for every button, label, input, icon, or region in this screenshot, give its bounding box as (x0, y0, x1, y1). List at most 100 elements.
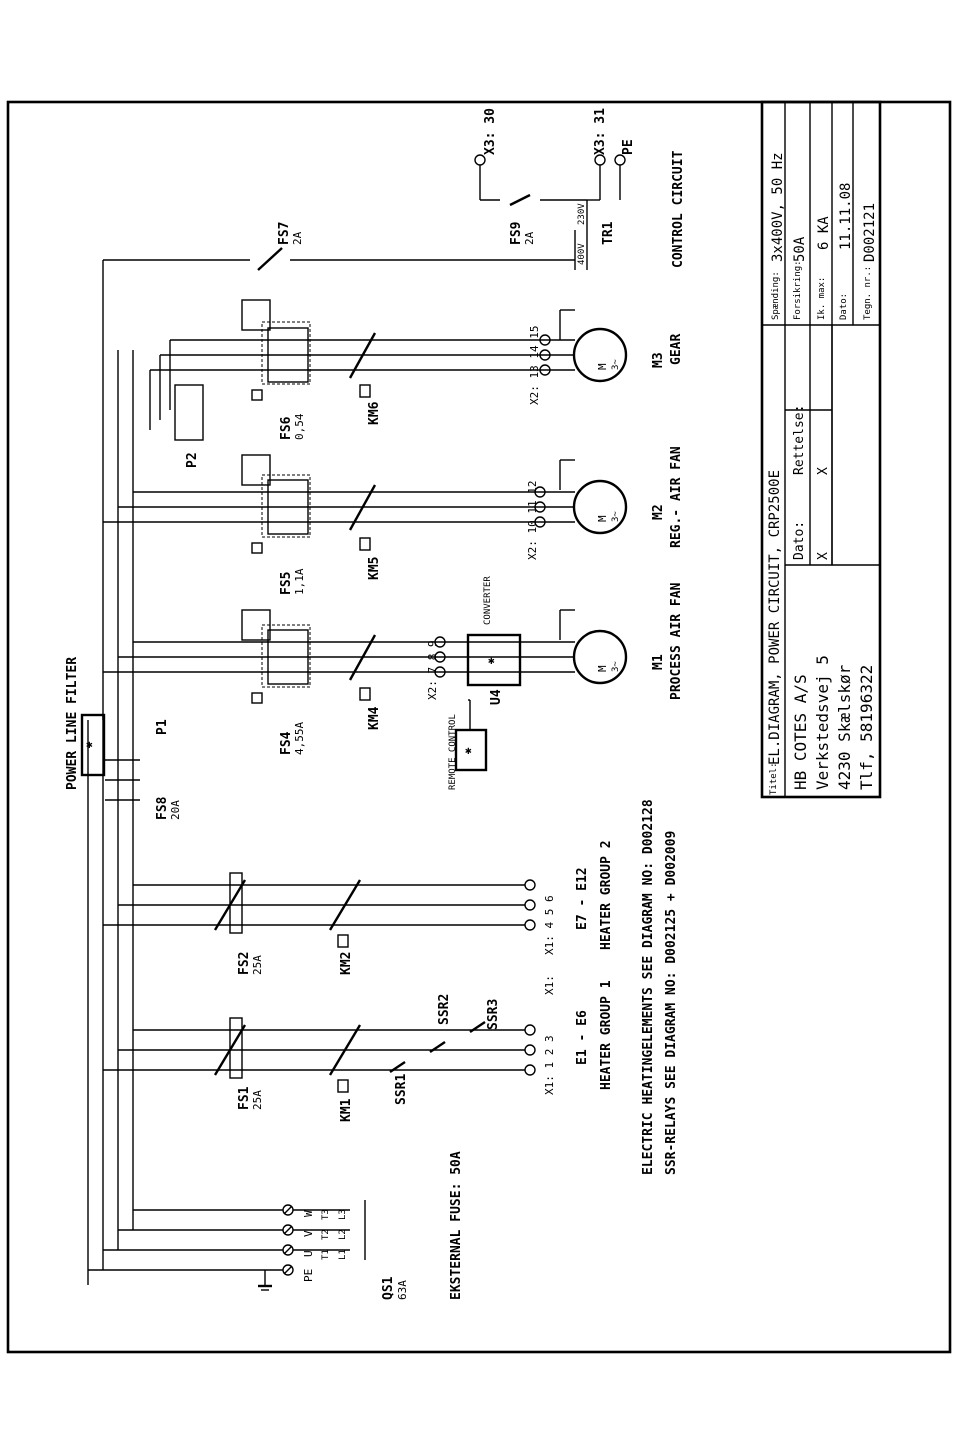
x2-terminals-10-12: X2: 10 11 12 (526, 481, 539, 560)
x3-31-label: X3: 31 (593, 108, 608, 155)
drawing-frame (6, 100, 952, 1354)
heating-elements-note: ELECTRIC HEATINGELEMENTS SEE DIAGRAM NO:… (641, 799, 656, 1175)
x2-terminals-13-15: X2: 13 14 15 (528, 326, 541, 405)
heater-group-2-circuit (103, 872, 536, 948)
control-circuit (103, 154, 626, 271)
p2-label: P2 (185, 452, 200, 468)
mains-busbars (87, 260, 366, 1291)
l3-label: L3 (338, 1209, 348, 1220)
heater-group-2-range: E7 - E12 (575, 867, 590, 930)
company-city: 4230 Skælskør (835, 664, 854, 790)
company-street: Verkstedsvej 5 (813, 655, 832, 790)
m1-phase: 3~ (611, 661, 621, 672)
fs8-label: FS8 (155, 796, 170, 820)
power-line-filter: ✱ (80, 713, 140, 801)
fs2-label: FS2 (237, 952, 252, 975)
km4-label: KM4 (367, 706, 382, 730)
fs5-label: FS5 (279, 572, 294, 595)
tegn-value: D002121 (862, 203, 878, 262)
m2-phase: 3~ (611, 511, 621, 522)
dato2-value: 11.11.08 (838, 183, 854, 250)
fs9-label: FS9 (509, 222, 524, 245)
heater-group-1-circuit (103, 1017, 536, 1093)
l2-label: L2 (338, 1229, 348, 1240)
m2-symbol: M (596, 515, 609, 522)
dato-label: Dato: (792, 521, 807, 560)
heater-group-2-label: HEATER GROUP 2 (599, 840, 614, 950)
title-label: Titel: (769, 762, 779, 795)
ssr2-label: SSR2 (437, 994, 452, 1025)
u-terminal-label: U (302, 1250, 315, 1257)
m3-phase: 3~ (611, 359, 621, 370)
fs7-rating: 2A (291, 231, 304, 245)
km5-label: KM5 (367, 557, 382, 580)
m1-label: M1 (651, 654, 666, 670)
x1-terminal-label: X1: (543, 975, 556, 995)
ik-value: 6 KA (816, 216, 832, 250)
company-name: HB COTES A/S (791, 674, 810, 790)
x1-terminals-1-3: X1: 1 2 3 (543, 1035, 556, 1095)
m3-symbol: M (596, 363, 609, 370)
rettelse-label: Rettelse: (792, 405, 807, 475)
tr1-secondary-voltage: 230V (577, 203, 587, 225)
fs4-label: FS4 (279, 731, 294, 755)
qs1-label: QS1 (381, 1276, 396, 1300)
control-circuit-label: CONTROL CIRCUIT (671, 150, 686, 268)
l1-label: L1 (338, 1249, 348, 1260)
external-fuse-label: EKSTERNAL FUSE: 50A (449, 1151, 464, 1300)
fs1-label: FS1 (237, 1086, 252, 1110)
converter-label: CONVERTER (483, 576, 493, 625)
motor-m2-circuit (103, 454, 628, 554)
fs7-label: FS7 (277, 222, 292, 245)
t2-label: T2 (321, 1229, 331, 1240)
company-phone: Tlf, 58196322 (857, 665, 876, 790)
drawing-title: EL.DIAGRAM, POWER CIRCUIT, CRP2500E (767, 470, 783, 765)
t1-label: T1 (321, 1249, 331, 1260)
pe-terminal-label: PE (302, 1269, 315, 1282)
fs6-rating: 0,54 (293, 413, 306, 440)
tegn-label: Tegn. nr.: (863, 266, 873, 320)
fs9-rating: 2A (523, 231, 536, 245)
p1-label: P1 (155, 719, 170, 735)
m3-name: GEAR (669, 334, 684, 365)
control-pe-label: PE (621, 139, 636, 155)
dato2-label: Dato: (839, 293, 849, 320)
x3-30-label: X3: 30 (483, 108, 498, 155)
km2-label: KM2 (339, 952, 354, 975)
ssr-relays-note: SSR-RELAYS SEE DIAGRAM NO: D002125 + D00… (664, 831, 679, 1175)
fs8-rating: 20A (169, 800, 182, 820)
km6-label: KM6 (367, 401, 382, 425)
qs1-rating: 63A (396, 1280, 409, 1300)
rettelse-value: X (816, 467, 831, 475)
ssr1-label: SSR1 (394, 1074, 409, 1105)
fs4-rating: 4,55A (293, 722, 306, 755)
motor-m1-circuit: ✱ ✱ (103, 609, 628, 772)
fs1-rating: 25A (251, 1090, 264, 1110)
w-terminal-label: W (302, 1210, 315, 1217)
m2-name: REG.- AIR FAN (669, 446, 684, 548)
ssr3-label: SSR3 (486, 999, 501, 1030)
t3-label: T3 (321, 1209, 331, 1220)
motor-m3-circuit (149, 299, 628, 441)
tr1-primary-voltage: 400V (577, 243, 587, 265)
v-terminal-label: V (302, 1230, 315, 1237)
spending-value: 3x400V, 50 Hz (770, 152, 786, 262)
remote-control-label: REMOTE CONTROL (448, 714, 458, 790)
u4-label: U4 (489, 689, 504, 705)
title-block: Titel: EL.DIAGRAM, POWER CIRCUIT, CRP250… (760, 100, 882, 799)
heater-group-1-range: E1 - E6 (575, 1010, 590, 1065)
svg-text:✱: ✱ (488, 654, 495, 667)
dato-value: X (816, 552, 831, 560)
forsikring-label: Forsikring: (793, 260, 803, 320)
forsikring-value: 50A (792, 236, 808, 262)
km1-label: KM1 (339, 1098, 354, 1122)
m3-label: M3 (651, 352, 666, 368)
fs2-rating: 25A (251, 955, 264, 975)
fs5-rating: 1,1A (293, 568, 306, 595)
svg-text:✱: ✱ (465, 744, 472, 757)
ik-label: Ik. max: (817, 277, 827, 320)
x2-terminals-7-9: X2: 7 8 9 (426, 640, 439, 700)
tr1-label: TR1 (601, 221, 616, 245)
fs6-label: FS6 (279, 416, 294, 440)
